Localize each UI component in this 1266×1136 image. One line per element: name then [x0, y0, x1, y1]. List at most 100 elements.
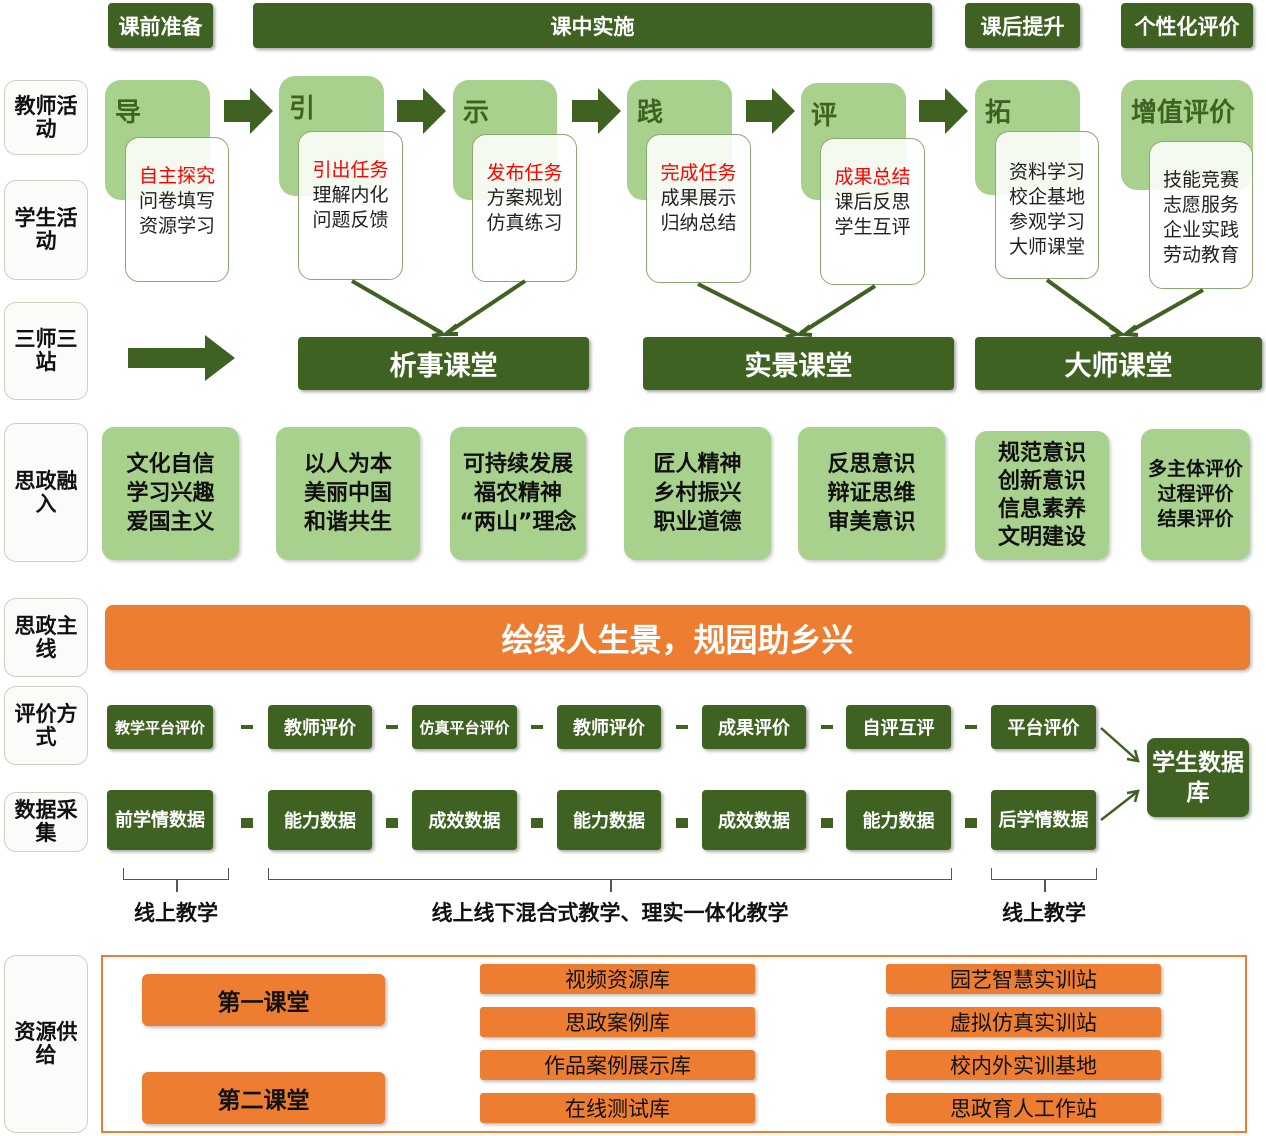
sizheng-box: 匠人精神乡村振兴职业道德 [624, 427, 771, 560]
sizheng-item: 辩证思维 [827, 481, 916, 506]
bracket-tick [610, 880, 612, 892]
sizheng-item: 规范意识 [997, 440, 1086, 466]
task-item: 志愿服务 [1162, 194, 1239, 216]
sizheng-box: 多主体评价过程评价结果评价 [1141, 429, 1250, 560]
evaluation-box: 教师评价 [557, 705, 661, 749]
task-item: 完成任务 [660, 162, 737, 184]
sizheng-item: 反思意识 [827, 452, 916, 477]
step-practice-tasks: 完成任务成果展示归纳总结 [646, 134, 751, 283]
task-item: 资料学习 [1008, 161, 1085, 183]
connector-dash [965, 818, 977, 828]
task-item: 理解内化 [312, 184, 389, 206]
connector-dash [241, 818, 253, 828]
task-item: 成果展示 [660, 187, 737, 209]
sizheng-item: 文化自信 [126, 452, 215, 477]
sizheng-item: 学习兴趣 [126, 481, 215, 506]
sizheng-item: 多主体评价 [1147, 458, 1243, 480]
resource-library: 思政案例库 [480, 1007, 755, 1037]
phase-in-class: 课中实施 [253, 3, 932, 48]
sizheng-item: 审美意识 [827, 510, 916, 535]
evaluation-box: 教学平台评价 [107, 705, 213, 749]
training-station: 虚拟仿真实训站 [886, 1007, 1161, 1037]
bracket-tick [1044, 880, 1046, 892]
row-label-student: 学生活动 [4, 180, 88, 280]
resource-library: 视频资源库 [480, 964, 755, 994]
step-value-added-tasks: 技能竞赛志愿服务企业实践劳动教育 [1149, 141, 1253, 289]
sizheng-item: 以人为本 [303, 452, 392, 477]
connector-dash [241, 725, 253, 729]
connector-dash [531, 725, 543, 729]
task-item: 问题反馈 [312, 209, 389, 231]
resource-library: 作品案例展示库 [480, 1050, 755, 1080]
resource-library: 在线测试库 [480, 1093, 755, 1123]
row-label-evaluation: 评价方式 [4, 686, 88, 765]
step-title: 引 [289, 94, 316, 124]
sizheng-item: 过程评价 [1157, 483, 1234, 505]
step-title: 示 [463, 98, 490, 128]
arrow-right-icon [919, 88, 968, 134]
task-item: 发布任务 [486, 162, 563, 184]
connector-dash [386, 725, 398, 729]
step-title: 导 [115, 98, 142, 128]
evaluation-box: 仿真平台评价 [412, 705, 517, 749]
evaluation-box: 成果评价 [702, 705, 806, 749]
step-lead-tasks: 引出任务理解内化问题反馈 [298, 131, 403, 280]
connector-dash [531, 818, 543, 828]
sizheng-item: 匠人精神 [653, 452, 742, 477]
row-label-three: 三师三站 [4, 302, 88, 400]
task-item: 自主探究 [138, 165, 215, 187]
connector-dash [386, 818, 398, 828]
phase-post-class: 课后提升 [965, 3, 1080, 48]
sizheng-item: 结果评价 [1157, 508, 1234, 530]
task-item: 引出任务 [312, 159, 389, 181]
step-title: 评 [811, 101, 838, 131]
data-box: 能力数据 [557, 790, 661, 850]
sizheng-item: 美丽中国 [303, 481, 392, 506]
bracket [123, 868, 229, 880]
flow-arrows [128, 88, 1204, 381]
sizheng-item: 可持续发展 [462, 452, 573, 477]
phase-personalized-eval: 个性化评价 [1121, 3, 1253, 48]
sizheng-item: 创新意识 [997, 468, 1086, 494]
task-item: 劳动教育 [1162, 244, 1239, 266]
sizheng-mainline-banner: 绘绿人生景，规园助乡兴 [105, 605, 1250, 670]
arrow-right-icon [746, 88, 795, 134]
row-label-mainline: 思政主线 [4, 598, 88, 677]
task-item: 方案规划 [486, 187, 563, 209]
teaching-mode-label: 线上线下混合式教学、理实一体化教学 [431, 901, 789, 925]
task-item: 企业实践 [1162, 219, 1239, 241]
task-item: 技能竞赛 [1162, 169, 1239, 191]
task-item: 资源学习 [138, 215, 215, 237]
data-box: 前学情数据 [107, 790, 213, 850]
teaching-mode-label: 线上教学 [1002, 901, 1086, 925]
classroom-analysis: 析事课堂 [298, 337, 589, 390]
sizheng-box: 以人为本美丽中国和谐共生 [276, 427, 420, 560]
data-box: 能力数据 [846, 790, 951, 850]
arrow-right-icon [397, 88, 446, 134]
sizheng-box: 文化自信学习兴趣爱国主义 [102, 427, 239, 560]
training-station: 校内外实训基地 [886, 1050, 1161, 1080]
data-box: 成效数据 [412, 790, 517, 850]
sizheng-box: 可持续发展福农精神“两山”理念 [450, 427, 586, 560]
sizheng-item: 职业道德 [653, 510, 742, 535]
sizheng-item: 信息素养 [997, 496, 1086, 522]
step-title: 拓 [985, 98, 1012, 128]
connector-dash [821, 725, 833, 729]
connector-dash [676, 725, 688, 729]
task-item: 归纳总结 [660, 212, 737, 234]
arrow-right-icon [224, 88, 273, 134]
database-arrows [1100, 727, 1140, 821]
first-classroom: 第一课堂 [142, 974, 385, 1026]
data-box: 能力数据 [268, 790, 372, 850]
teaching-mode-label: 线上教学 [134, 901, 218, 925]
bracket-tick [176, 880, 178, 892]
sizheng-item: 福农精神 [473, 481, 562, 506]
step-extend-tasks: 资料学习校企基地参观学习大师课堂 [995, 131, 1099, 279]
row-label-teacher: 教师活动 [4, 80, 88, 155]
data-box: 后学情数据 [991, 790, 1096, 850]
row-label-data: 数据采集 [4, 792, 88, 852]
data-box: 成效数据 [702, 790, 806, 850]
training-station: 思政育人工作站 [886, 1093, 1161, 1123]
bracket [991, 868, 1097, 880]
